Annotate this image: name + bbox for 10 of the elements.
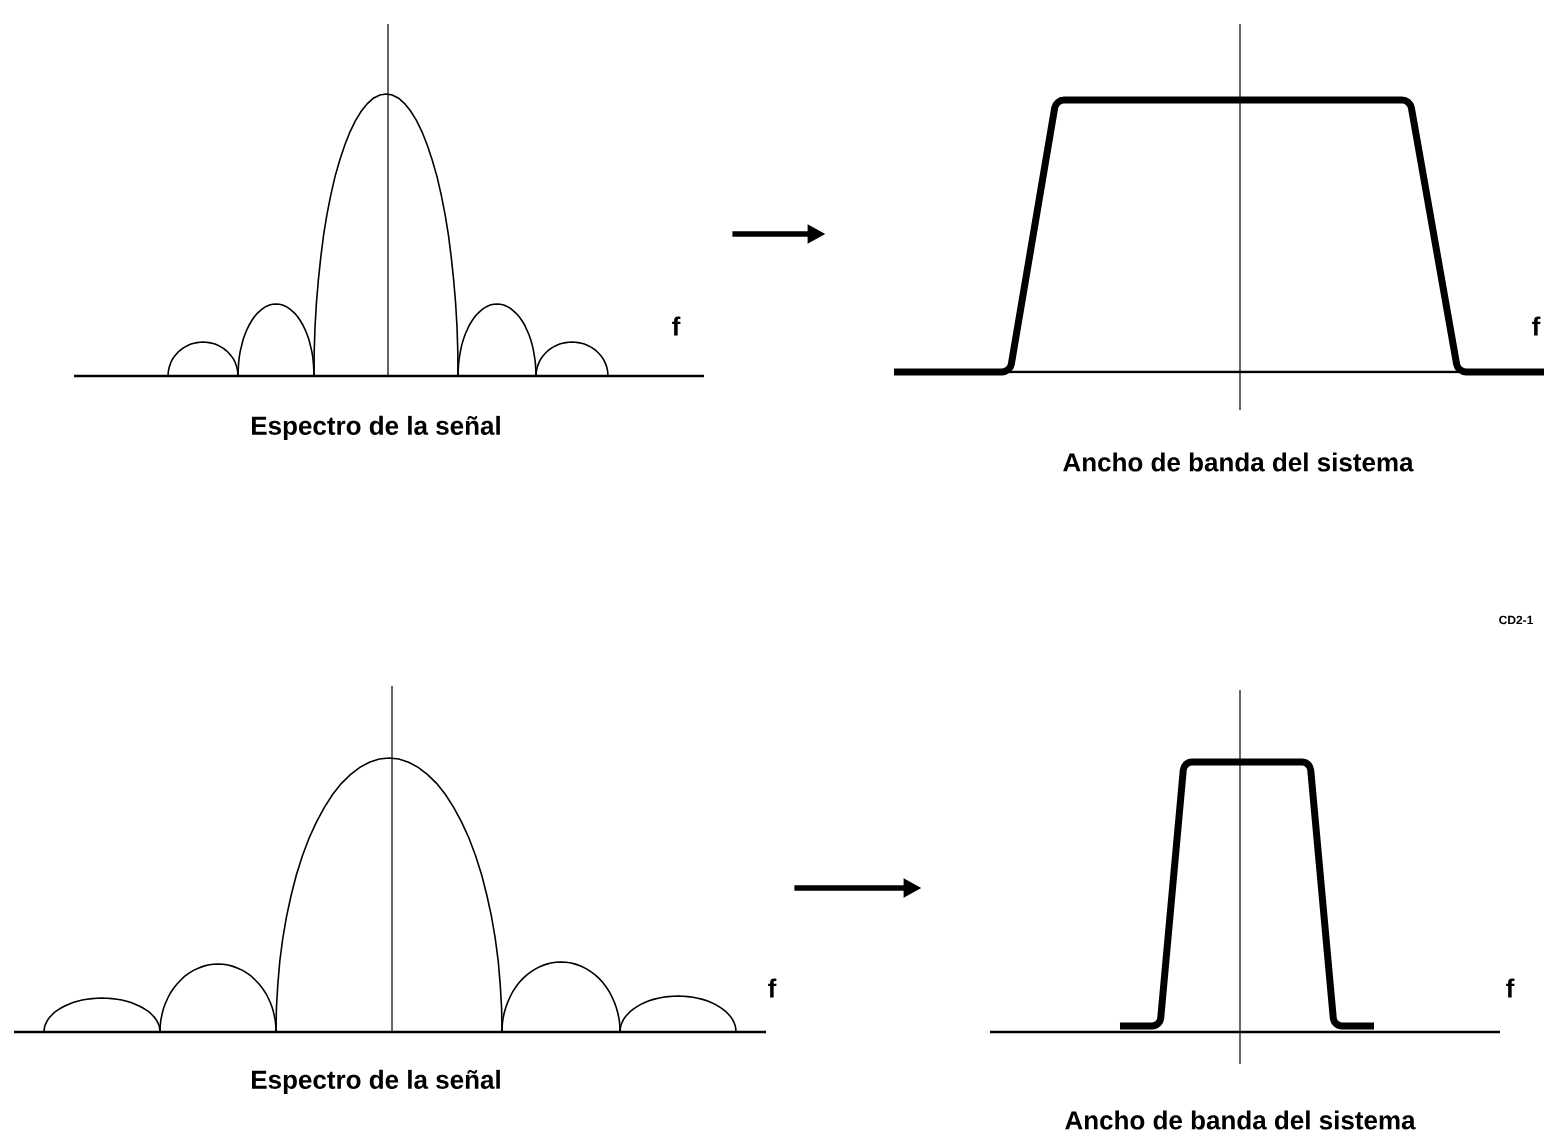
plot-caption: Ancho de banda del sistema: [1063, 452, 1414, 472]
bandwidth-plot-drawing: [894, 23, 1544, 411]
plot-caption: Espectro de la señal: [252, 415, 500, 441]
plot-caption: Espectro de la señal: [252, 1069, 500, 1095]
axis-label: f: [1532, 316, 1541, 336]
plot-caption: Ancho de banda del sistema: [1065, 1110, 1416, 1130]
spectrum-plot-drawing: [14, 685, 766, 1034]
spectrum-plot-drawing: [74, 23, 704, 378]
bandwidth-plot-drawing: [990, 689, 1500, 1065]
axis-label: f: [672, 316, 681, 336]
